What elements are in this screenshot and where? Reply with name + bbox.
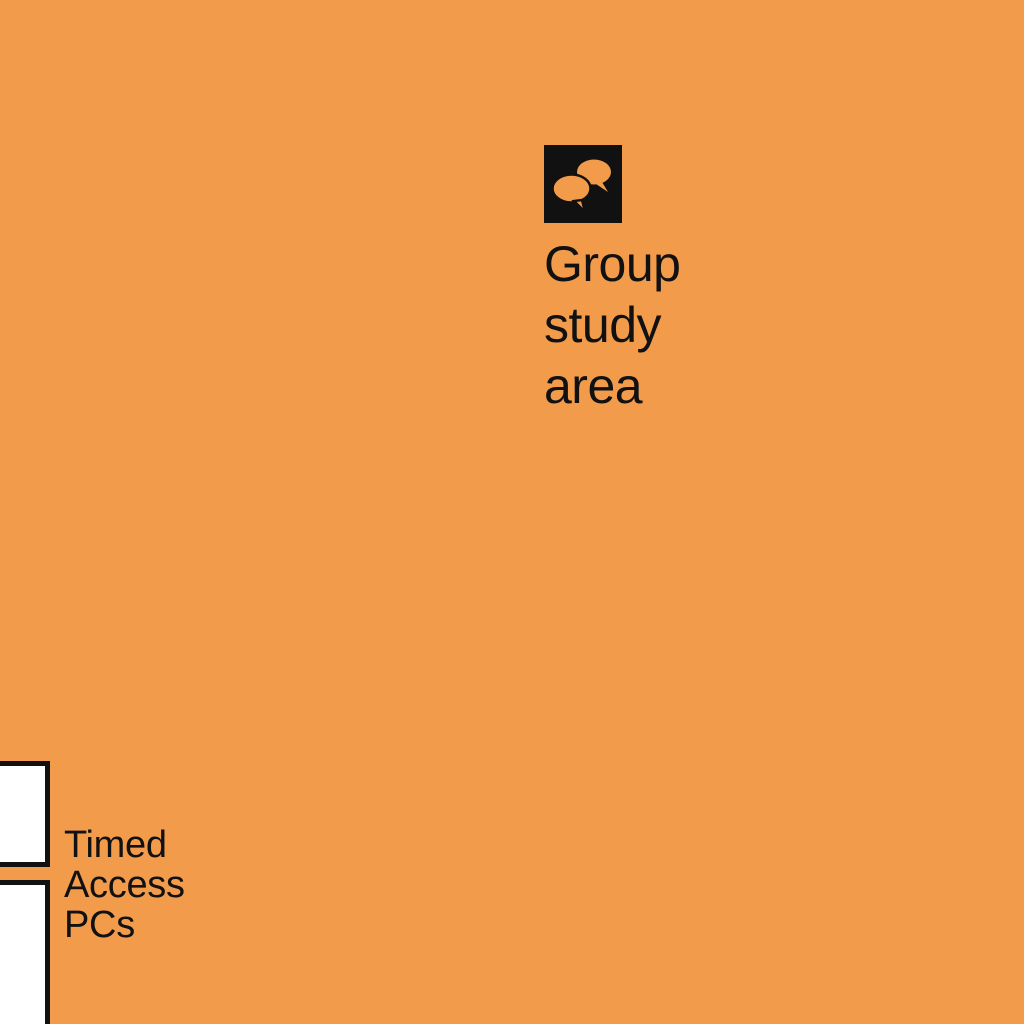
group-study-area-label-line: Group — [544, 236, 681, 292]
timed-access-pcs-label-line: Access — [64, 864, 185, 906]
timed-access-pcs-label: Timed Access PCs — [64, 825, 185, 945]
group-study-area-label-line: study — [544, 297, 662, 353]
timed-access-pcs-label-line: PCs — [64, 904, 135, 946]
group-study-area-label: Group study area — [544, 234, 681, 417]
pc-desk — [0, 761, 50, 867]
pc-desk — [0, 880, 50, 1024]
group-study-area-label-line: area — [544, 358, 643, 414]
speech-bubbles-icon — [544, 145, 622, 223]
timed-access-pcs-label-line: Timed — [64, 824, 167, 866]
